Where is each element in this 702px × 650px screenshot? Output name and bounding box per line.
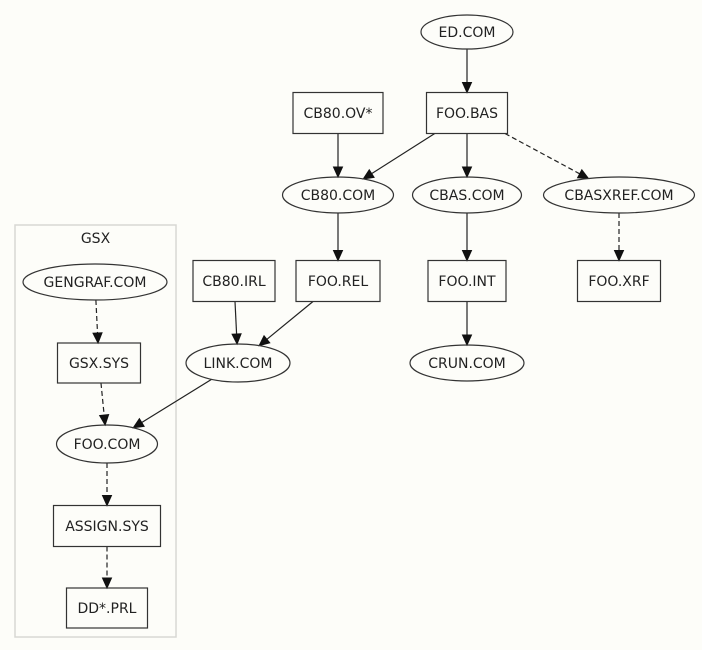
node-ellipse [409, 344, 525, 382]
node-dd-prl: DD*.PRL [65, 587, 149, 629]
arrowhead-icon [461, 334, 473, 347]
node-label: ED.COM [439, 25, 496, 41]
node-box [192, 259, 276, 303]
node-foo-xrf: FOO.XRF [576, 259, 662, 303]
arrowhead-icon [461, 250, 473, 262]
edge-foo-bas-to-cb80-com [362, 132, 436, 180]
node-foo-int: FOO.INT [427, 259, 507, 303]
node-label: CB80.IRL [202, 274, 266, 290]
node-box [427, 259, 507, 303]
cluster-gsx-label: GSX [81, 231, 111, 247]
edge-ed-com-to-foo-bas [461, 49, 473, 94]
node-link-com: LINK.COM [185, 343, 291, 383]
node-label: FOO.COM [74, 437, 141, 453]
arrowhead-icon [258, 334, 271, 347]
arrowhead-icon [461, 82, 473, 94]
node-label: CRUN.COM [428, 356, 506, 372]
node-ellipse [185, 343, 291, 383]
node-label: LINK.COM [204, 356, 273, 372]
node-label: GSX.SYS [69, 356, 129, 372]
node-assign-sys: ASSIGN.SYS [52, 504, 162, 548]
edge-foo-com-to-assign-sys [101, 463, 113, 507]
node-cb80-irl: CB80.IRL [192, 259, 276, 303]
arrowhead-icon [332, 250, 344, 262]
node-label: FOO.REL [308, 274, 369, 290]
node-foo-com: FOO.COM [55, 424, 159, 464]
node-ellipse [55, 424, 159, 464]
node-label: FOO.INT [438, 274, 496, 290]
edge-assign-sys-to-dd-prl [101, 546, 113, 590]
node-box [52, 504, 162, 548]
edge-line [266, 301, 314, 340]
arrowhead-icon [461, 166, 473, 179]
node-cbas-com: CBAS.COM [411, 176, 523, 214]
edge-cb80-com-to-foo-rel [332, 213, 344, 262]
node-label: ASSIGN.SYS [65, 519, 149, 535]
node-cb80-com: CB80.COM [281, 176, 395, 214]
edge-gengraf-com-to-gsx-sys [92, 299, 103, 345]
edge-line [141, 378, 212, 424]
edge-cbasxref-com-to-foo-xrf [613, 213, 625, 262]
edge-gsx-sys-to-foo-com [98, 382, 110, 427]
edge-line [371, 132, 436, 175]
arrowhead-icon [92, 332, 103, 345]
edge-cbas-com-to-foo-int [461, 213, 473, 262]
node-ed-com: ED.COM [420, 14, 514, 50]
node-box [425, 91, 509, 135]
node-label: CBAS.COM [429, 188, 504, 204]
cluster-gsx: GSX [14, 224, 177, 638]
node-label: GENGRAF.COM [44, 275, 147, 291]
arrowhead-icon [101, 577, 113, 590]
node-box [56, 342, 142, 384]
edge-line [95, 299, 99, 334]
node-label: CB80.OV* [304, 106, 373, 122]
node-ellipse [281, 176, 395, 214]
edges [92, 49, 625, 590]
arrowhead-icon [101, 495, 113, 507]
edge-foo-bas-to-cbasxref-com [504, 132, 590, 180]
arrowhead-icon [132, 417, 145, 429]
node-ellipse [542, 176, 696, 214]
arrowhead-icon [231, 333, 242, 346]
nodes: ED.COM CB80.OV* FOO.BAS CB80.COM CBAS.COM CBA… [22, 14, 696, 629]
node-box [65, 587, 149, 629]
arrowhead-icon [332, 166, 344, 179]
node-label: FOO.BAS [436, 106, 498, 122]
node-box [576, 259, 662, 303]
node-ellipse [411, 176, 523, 214]
node-label: DD*.PRL [78, 601, 137, 617]
node-gengraf-com: GENGRAF.COM [22, 263, 168, 301]
node-ellipse [22, 263, 168, 301]
node-foo-rel: FOO.REL [295, 259, 381, 303]
edge-foo-bas-to-cbas-com [461, 133, 473, 179]
node-label: FOO.XRF [588, 274, 649, 290]
node-label: CB80.COM [301, 188, 376, 204]
edge-foo-rel-to-link-com [258, 301, 314, 347]
arrowhead-icon [362, 168, 375, 180]
node-box [292, 91, 384, 135]
edge-line [100, 382, 105, 416]
edge-link-com-to-foo-com [132, 378, 212, 429]
edge-line [504, 132, 580, 175]
node-crun-com: CRUN.COM [409, 344, 525, 382]
node-gsx-sys: GSX.SYS [56, 342, 142, 384]
node-box [295, 259, 381, 303]
edge-line [234, 301, 238, 335]
edge-cb80-irl-to-link-com [231, 301, 242, 346]
edge-cb80-ov-to-cb80-com [332, 133, 344, 179]
node-ellipse [420, 14, 514, 50]
node-cbasxref-com: CBASXREF.COM [542, 176, 696, 214]
cluster-gsx-border [14, 224, 177, 638]
arrowhead-icon [98, 414, 110, 427]
node-label: CBASXREF.COM [564, 188, 673, 204]
node-foo-bas: FOO.BAS [425, 91, 509, 135]
arrowhead-icon [576, 168, 590, 180]
arrowhead-icon [613, 250, 625, 262]
node-cb80-ov: CB80.OV* [292, 91, 384, 135]
edge-foo-int-to-crun-com [461, 301, 473, 347]
